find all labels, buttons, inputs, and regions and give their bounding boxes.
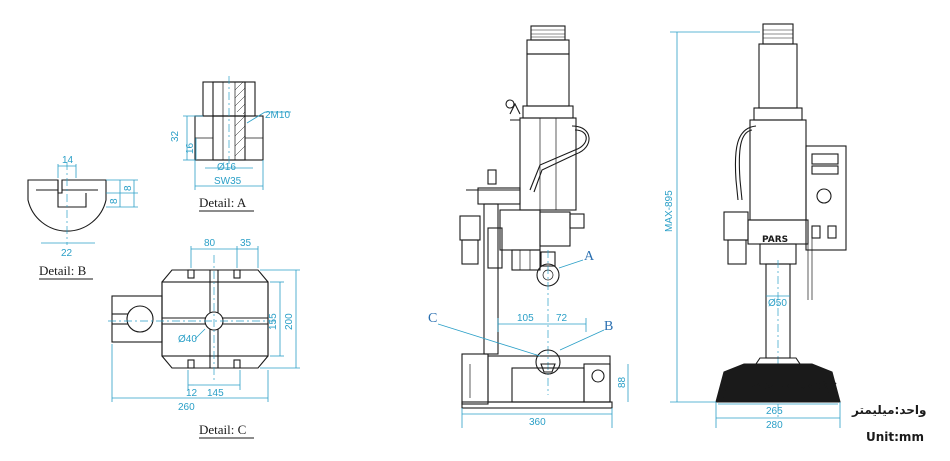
detail-a-height-dim: 32 <box>170 130 181 142</box>
detail-c-caption: Detail: C <box>199 422 246 437</box>
unit-persian: واحد:میلیمتر <box>851 403 926 418</box>
detail-c-d40-dim: Ø40 <box>178 334 197 345</box>
detail-b-top-dim: 14 <box>62 155 74 166</box>
front-view-press <box>715 23 847 420</box>
detail-b-d2-dim: 8 <box>109 198 120 204</box>
callout-b-leader <box>559 329 605 351</box>
detail-c-h200-dim: 200 <box>284 313 295 330</box>
callout-c: C <box>428 311 437 326</box>
callout-a: A <box>584 249 595 264</box>
front-brand-bottom-2: PNEUMATIC <box>778 382 837 392</box>
callout-b: B <box>604 319 613 334</box>
side-dim-105: 105 <box>517 313 534 324</box>
side-dim-360: 360 <box>529 417 546 428</box>
detail-c-w260-dim: 260 <box>178 402 195 413</box>
front-brand-bottom: PARS <box>748 382 774 392</box>
detail-b-width-dim: 22 <box>61 248 73 259</box>
front-dim-280: 280 <box>766 420 783 431</box>
detail-a-drawing <box>183 76 291 190</box>
detail-c-w12-dim: 12 <box>186 388 198 399</box>
detail-c-h155-dim: 155 <box>268 313 279 330</box>
detail-b-drawing <box>27 162 138 245</box>
unit-english: Unit:mm <box>866 430 924 444</box>
detail-c-w35-dim: 35 <box>240 238 252 249</box>
detail-a-caption: Detail: A <box>199 195 247 210</box>
detail-c-w145-dim: 145 <box>207 388 224 399</box>
callout-a-leader <box>558 259 584 269</box>
front-dim-max: MAX-895 <box>664 190 675 232</box>
detail-b-caption: Detail: B <box>39 263 87 278</box>
detail-a-hex-dim: SW35 <box>214 176 242 187</box>
detail-c-drawing <box>108 246 300 402</box>
front-dim-col: Ø50 <box>768 298 787 309</box>
detail-b-d1-dim: 8 <box>123 185 134 191</box>
detail-a-thread-dim: 2M10 <box>265 110 290 121</box>
side-dim-88: 88 <box>617 376 628 388</box>
detail-a-dia-dim: Ø16 <box>217 162 236 173</box>
side-dim-72: 72 <box>556 313 568 324</box>
front-dim-265: 265 <box>766 406 783 417</box>
detail-c-w80-dim: 80 <box>204 238 216 249</box>
front-brand-top: PARS <box>762 235 788 245</box>
detail-a-inner-dim: 16 <box>185 142 196 154</box>
side-view-press <box>459 25 613 409</box>
callout-c-leader <box>437 323 541 357</box>
